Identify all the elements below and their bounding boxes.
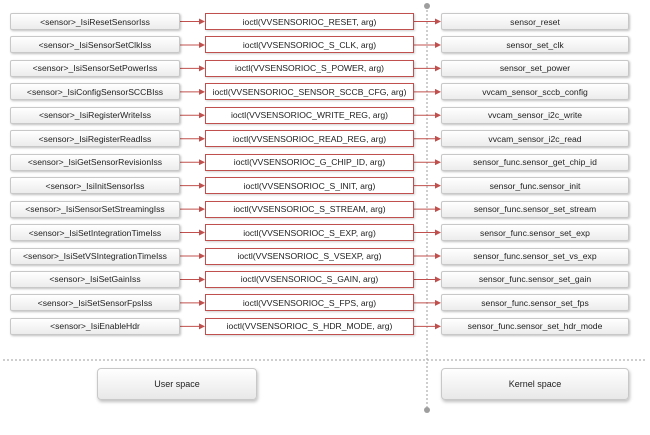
kernel-function: sensor_func.sensor_set_hdr_mode (441, 317, 629, 335)
ioctl-command: ioctl(VVSENSORIOC_READ_REG, arg) (205, 130, 414, 148)
ioctl-command: ioctl(VVSENSORIOC_S_INIT, arg) (205, 177, 414, 195)
ioctl-command: ioctl(VVSENSORIOC_RESET, arg) (205, 13, 414, 30)
user-api-call: <sensor>_IsiRegisterWriteIss (10, 106, 180, 124)
user-api-call: <sensor>_IsiSensorSetPowerIss (10, 59, 180, 77)
kernel-function: sensor_set_clk (441, 36, 629, 54)
user-api-call: <sensor>_IsiSensorSetStreamingIss (10, 200, 180, 218)
user-api-call: <sensor>_IsiSetIntegrationTimeIss (10, 224, 180, 242)
ioctl-command: ioctl(VVSENSORIOC_S_CLK, arg) (205, 36, 414, 54)
ioctl-command: ioctl(VVSENSORIOC_S_VSEXP, arg) (205, 247, 414, 265)
ioctl-command: ioctl(VVSENSORIOC_S_HDR_MODE, arg) (205, 317, 414, 335)
user-api-call: <sensor>_IsiSetGainIss (10, 270, 180, 288)
ioctl-command: ioctl(VVSENSORIOC_S_EXP, arg) (205, 224, 414, 242)
kernel-function: sensor_reset (441, 13, 629, 30)
kernel-function: vvcam_sensor_sccb_config (441, 83, 629, 101)
kernel-function: sensor_func.sensor_set_fps (441, 294, 629, 312)
user-api-call: <sensor>_IsiInitSensorIss (10, 177, 180, 195)
ioctl-command: ioctl(VVSENSORIOC_S_GAIN, arg) (205, 270, 414, 288)
user-api-call: <sensor>_IsiGetSensorRevisionIss (10, 153, 180, 171)
kernel-function: vvcam_sensor_i2c_write (441, 106, 629, 124)
user-api-call: <sensor>_IsiRegisterReadIss (10, 130, 180, 148)
ioctl-command: ioctl(VVSENSORIOC_G_CHIP_ID, arg) (205, 153, 414, 171)
kernel-space-label: Kernel space (441, 368, 629, 400)
user-api-call: <sensor>_IsiSetVSIntegrationTimeIss (10, 247, 180, 265)
kernel-function: sensor_func.sensor_init (441, 177, 629, 195)
user-space-label: User space (97, 368, 257, 400)
kernel-function: sensor_func.sensor_get_chip_id (441, 153, 629, 171)
ioctl-command: ioctl(VVSENSORIOC_S_STREAM, arg) (205, 200, 414, 218)
user-api-call: <sensor>_IsiResetSensorIss (10, 13, 180, 30)
kernel-function: sensor_func.sensor_set_stream (441, 200, 629, 218)
kernel-function: vvcam_sensor_i2c_read (441, 130, 629, 148)
ioctl-command: ioctl(VVSENSORIOC_S_FPS, arg) (205, 294, 414, 312)
ioctl-command: ioctl(VVSENSORIOC_S_POWER, arg) (205, 59, 414, 77)
divider-bottom-dot (424, 407, 430, 413)
kernel-function: sensor_func.sensor_set_gain (441, 270, 629, 288)
kernel-function: sensor_func.sensor_set_exp (441, 224, 629, 242)
user-api-call: <sensor>_IsiEnableHdr (10, 317, 180, 335)
divider-top-dot (424, 3, 430, 9)
user-api-call: <sensor>_IsiSensorSetClkIss (10, 36, 180, 54)
ioctl-command: ioctl(VVSENSORIOC_WRITE_REG, arg) (205, 106, 414, 124)
user-api-call: <sensor>_IsiConfigSensorSCCBIss (10, 83, 180, 101)
kernel-function: sensor_set_power (441, 59, 629, 77)
kernel-function: sensor_func.sensor_set_vs_exp (441, 247, 629, 265)
ioctl-command: ioctl(VVSENSORIOC_SENSOR_SCCB_CFG, arg) (205, 83, 414, 101)
user-api-call: <sensor>_IsiSetSensorFpsIss (10, 294, 180, 312)
